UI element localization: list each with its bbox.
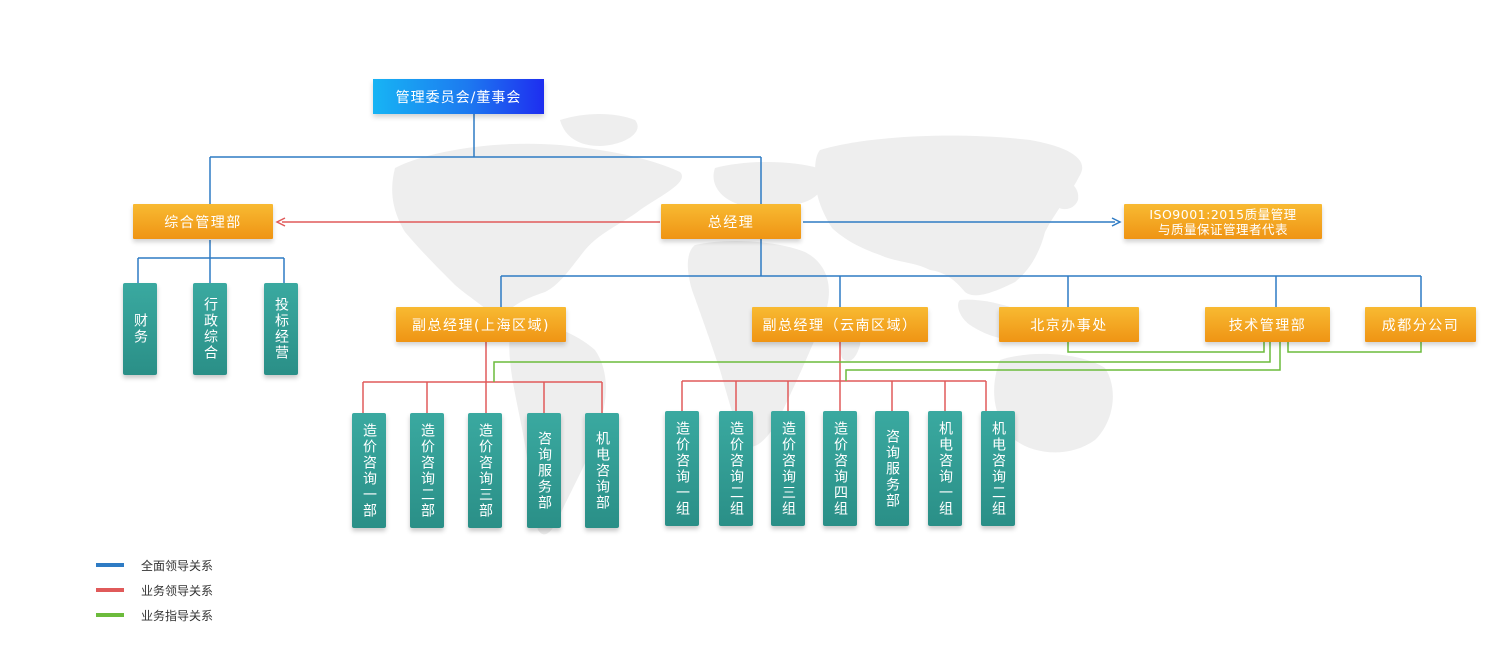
shanghai-unit: 造价咨询一部: [352, 413, 386, 528]
admin-child-admin: 行政综合: [193, 283, 227, 375]
shanghai-unit: 机电咨询部: [585, 413, 619, 528]
legend-business-leadership: 业务领导关系: [96, 582, 213, 598]
deputy-shanghai-node: 副总经理(上海区域): [396, 307, 566, 342]
deputy-yunnan-label: 副总经理（云南区域）: [762, 317, 918, 334]
unit-label: 造价咨询二部: [419, 422, 435, 519]
yunnan-unit: 造价咨询二组: [719, 411, 753, 526]
iso-rep-label: ISO9001:2015质量管理 与质量保证管理者代表: [1149, 206, 1297, 237]
legend-business-guidance: 业务指导关系: [96, 607, 213, 623]
admin-child-label: 行政综合: [202, 297, 218, 361]
unit-label: 机电咨询一组: [937, 420, 953, 517]
admin-child-label: 财务: [132, 313, 148, 345]
deputy-yunnan-node: 副总经理（云南区域）: [752, 307, 928, 342]
admin-child-bidding: 投标经营: [264, 283, 298, 375]
tech-dept-node: 技术管理部: [1205, 307, 1330, 342]
unit-label: 造价咨询三部: [477, 422, 493, 519]
admin-dept-label: 综合管理部: [164, 214, 242, 231]
iso-rep-node: ISO9001:2015质量管理 与质量保证管理者代表: [1124, 204, 1322, 239]
legend-label: 业务指导关系: [141, 608, 214, 623]
beijing-office-label: 北京办事处: [1030, 317, 1108, 334]
yunnan-unit: 造价咨询四组: [823, 411, 857, 526]
legend-swatch-green: [96, 613, 124, 617]
yunnan-unit: 造价咨询三组: [771, 411, 805, 526]
unit-label: 造价咨询二组: [728, 420, 744, 517]
legend-swatch-blue: [96, 563, 124, 567]
unit-label: 咨询服务部: [536, 430, 552, 511]
beijing-office-node: 北京办事处: [999, 307, 1139, 342]
unit-label: 造价咨询一部: [361, 422, 377, 519]
legend-label: 业务领导关系: [141, 583, 214, 598]
chengdu-branch-label: 成都分公司: [1381, 317, 1460, 334]
tech-dept-label: 技术管理部: [1228, 317, 1307, 334]
yunnan-unit: 造价咨询一组: [665, 411, 699, 526]
general-manager-label: 总经理: [707, 214, 755, 231]
general-manager-node: 总经理: [661, 204, 801, 239]
yunnan-unit: 咨询服务部: [875, 411, 909, 526]
shanghai-unit: 咨询服务部: [527, 413, 561, 528]
yunnan-unit: 机电咨询一组: [928, 411, 962, 526]
unit-label: 造价咨询三组: [780, 420, 796, 517]
unit-label: 机电咨询部: [594, 430, 610, 511]
admin-child-finance: 财务: [123, 283, 157, 375]
admin-dept-node: 综合管理部: [133, 204, 273, 239]
deputy-shanghai-label: 副总经理(上海区域): [412, 317, 550, 334]
board-node: 管理委员会/董事会: [373, 79, 544, 114]
unit-label: 机电咨询二组: [990, 420, 1006, 517]
unit-label: 咨询服务部: [884, 428, 900, 509]
shanghai-unit: 造价咨询二部: [410, 413, 444, 528]
legend-full-leadership: 全面领导关系: [96, 557, 213, 573]
yunnan-unit: 机电咨询二组: [981, 411, 1015, 526]
legend-swatch-red: [96, 588, 124, 592]
legend-label: 全面领导关系: [141, 558, 214, 573]
admin-child-label: 投标经营: [273, 297, 289, 361]
board-label: 管理委员会/董事会: [395, 89, 522, 106]
unit-label: 造价咨询四组: [832, 420, 848, 517]
shanghai-unit: 造价咨询三部: [468, 413, 502, 528]
unit-label: 造价咨询一组: [674, 420, 690, 517]
chengdu-branch-node: 成都分公司: [1365, 307, 1476, 342]
